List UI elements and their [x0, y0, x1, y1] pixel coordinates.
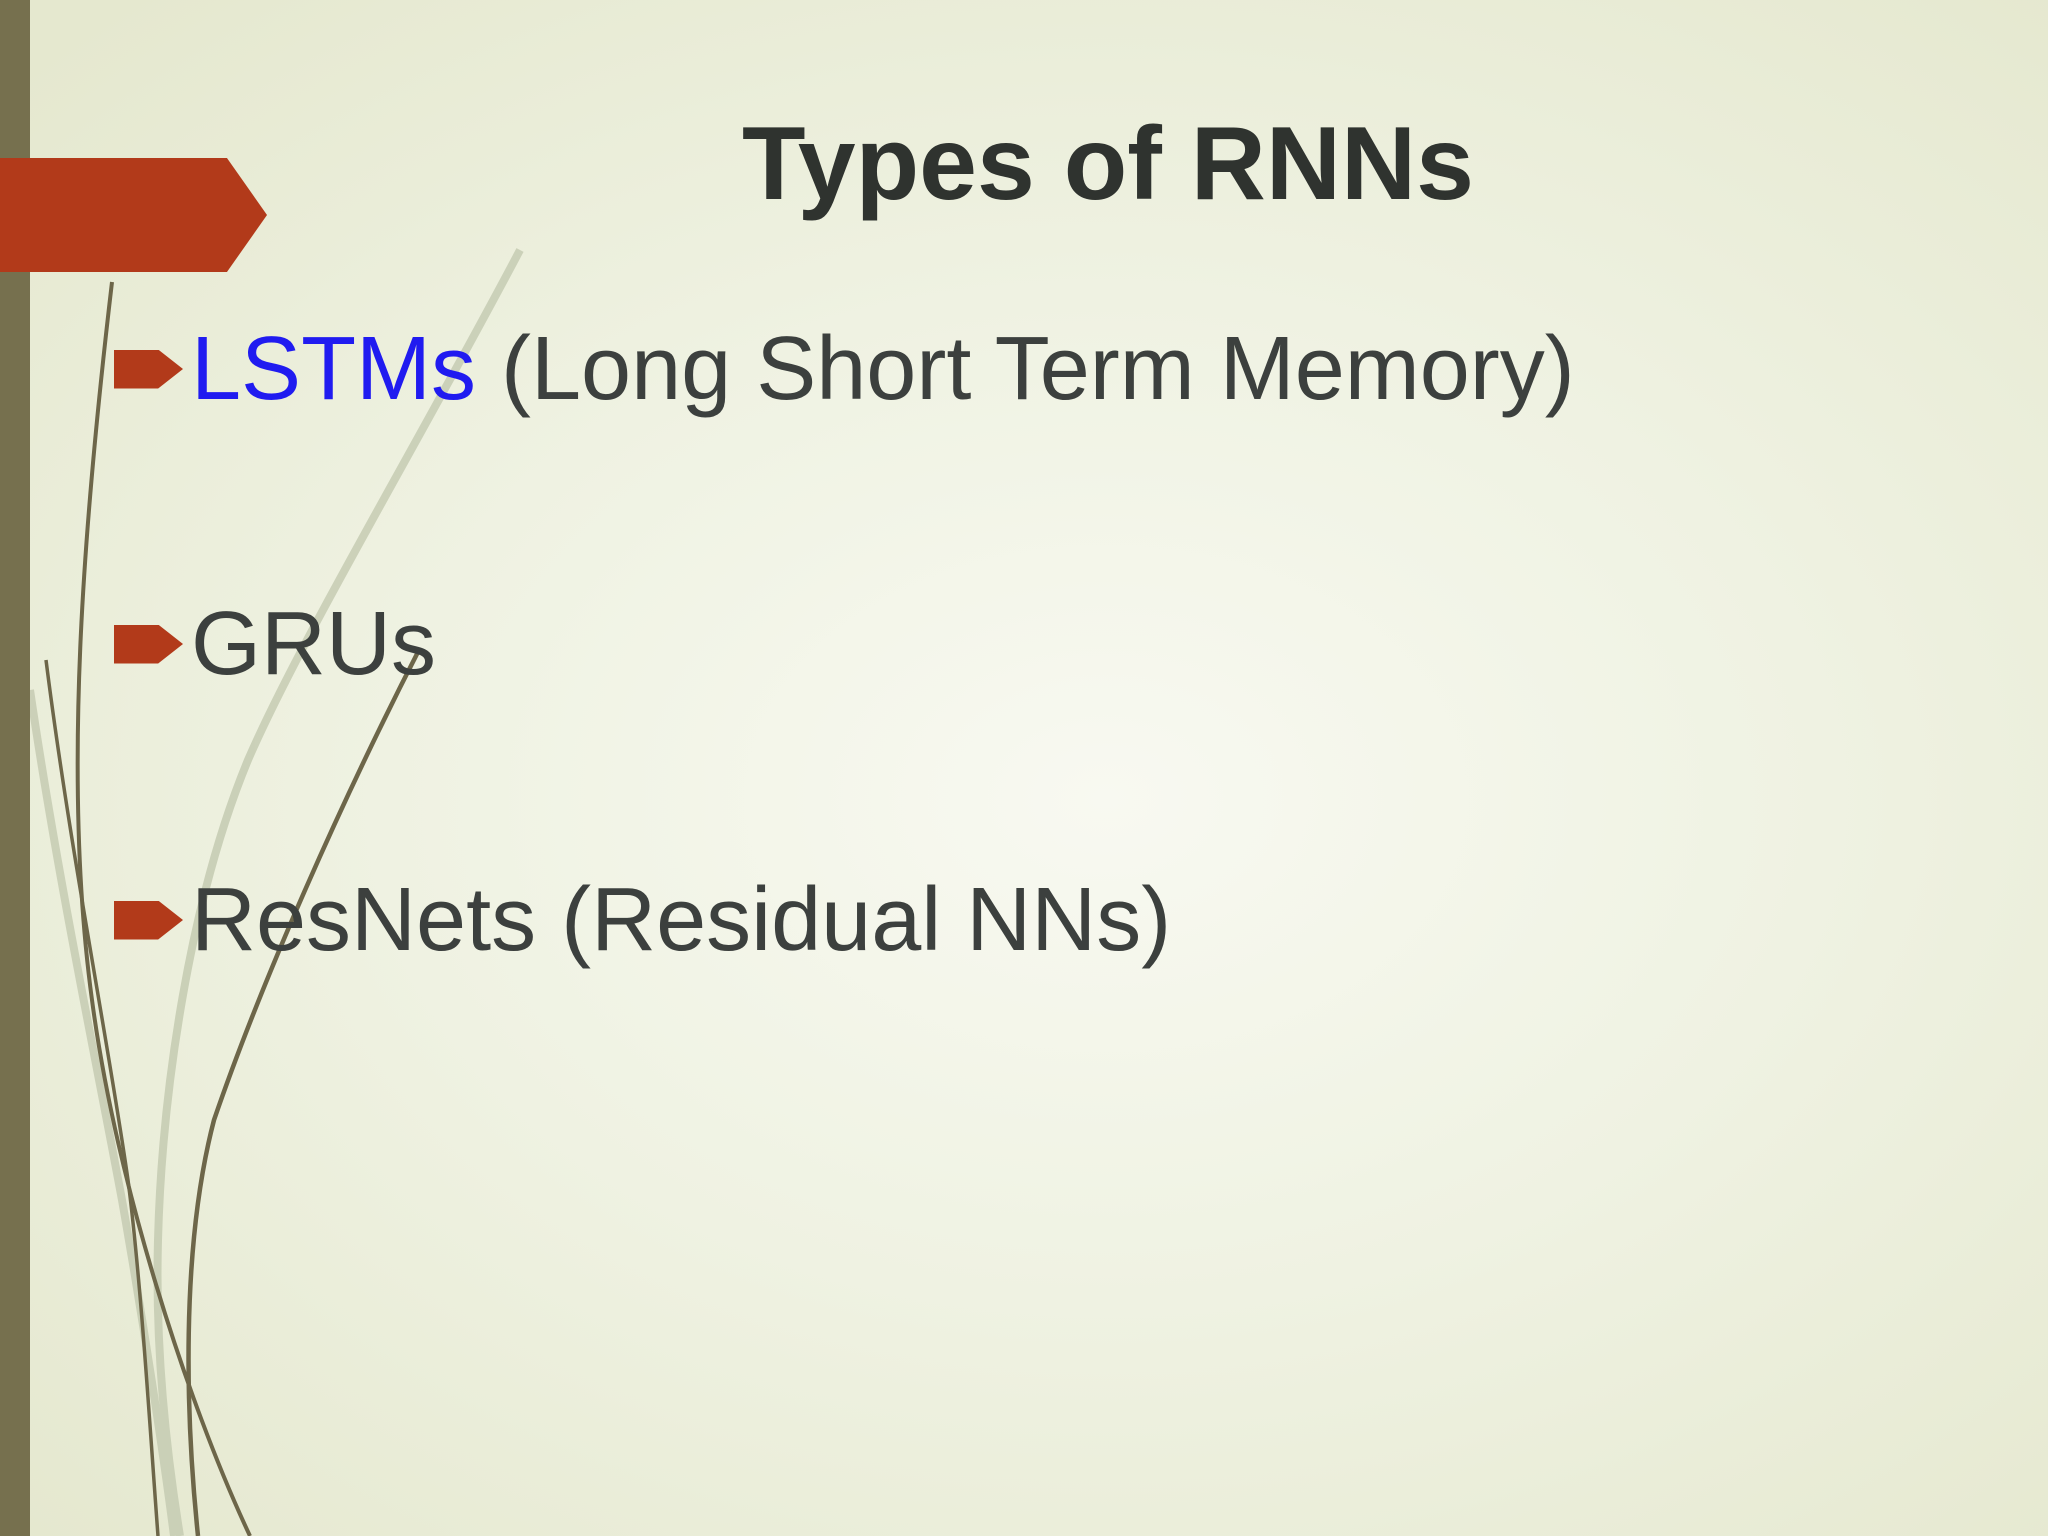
bullet-arrow-icon [114, 624, 183, 664]
title-accent-arrow [0, 158, 267, 272]
bullet-rest: GRUs [191, 594, 436, 694]
bullet-item-grus: GRUs [114, 594, 436, 694]
bullet-rest: (Long Short Term Memory) [476, 319, 1575, 419]
bullet-rest: ResNets (Residual NNs) [191, 870, 1172, 970]
wisp-light-curve-long [153, 248, 524, 1536]
wisp-dark-curve-mid [44, 659, 160, 1536]
wisp-dark-curve-right [186, 646, 423, 1536]
bullet-text: GRUs [191, 599, 436, 689]
bullet-highlight: LSTMs [191, 319, 477, 419]
wisp-light-curve-left [26, 689, 178, 1536]
bullet-item-lstms: LSTMs (Long Short Term Memory) [114, 319, 1575, 419]
page-title: Types of RNNs [742, 105, 1474, 222]
bullet-item-resnets: ResNets (Residual NNs) [114, 870, 1171, 970]
bullet-text: LSTMs (Long Short Term Memory) [191, 324, 1575, 414]
wisp-dark-curve-left [75, 281, 252, 1536]
bullet-arrow-icon [114, 900, 183, 940]
bullet-text: ResNets (Residual NNs) [191, 875, 1171, 965]
bullet-arrow-icon [114, 349, 183, 389]
